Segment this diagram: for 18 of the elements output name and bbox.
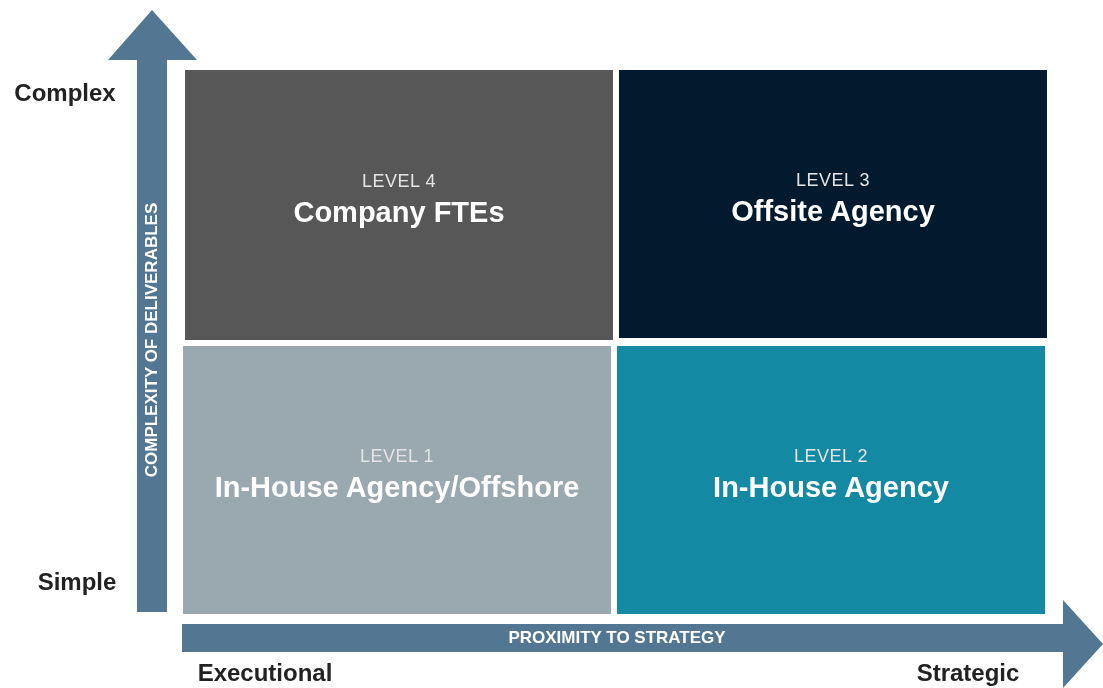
axis-title: PROXIMITY TO STRATEGY: [508, 628, 726, 648]
quadrant-title: Company FTEs: [293, 196, 505, 229]
axis-end-label: Executional: [197, 659, 333, 687]
level-label: LEVEL 3: [796, 170, 870, 191]
axis-end-label: Strategic: [916, 659, 1020, 687]
level-label: LEVEL 2: [794, 446, 868, 467]
quadrant-box: [185, 70, 613, 340]
level-label: LEVEL 1: [360, 446, 434, 467]
quadrant-box: [183, 346, 611, 614]
quadrant-title: In-House Agency/Offshore: [214, 471, 580, 504]
axis-end-label: Simple: [37, 568, 117, 596]
quadrant-title: In-House Agency: [713, 471, 949, 504]
axis-end-label: Complex: [14, 79, 116, 107]
axis-title: COMPLEXITY OF DELIVERABLES: [142, 202, 162, 478]
quadrant-box: [619, 70, 1047, 338]
quadrant-title: Offsite Agency: [731, 195, 935, 228]
level-label: LEVEL 4: [362, 171, 436, 192]
quadrant-box: [617, 346, 1045, 614]
